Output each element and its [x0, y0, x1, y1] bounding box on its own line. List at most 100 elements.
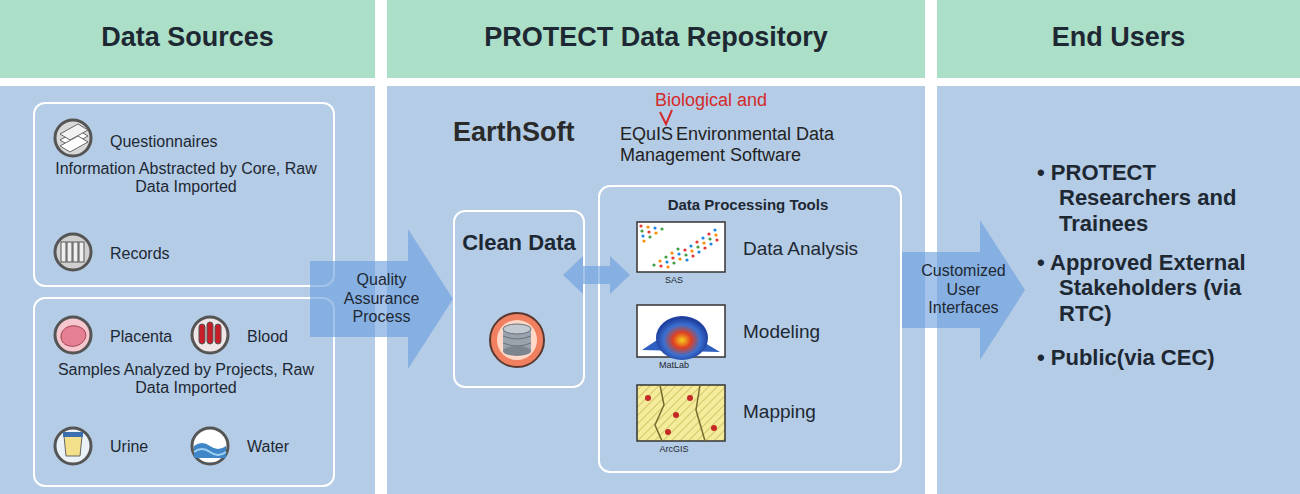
source-note: Information Abstracted by Core, Raw Data…	[45, 160, 327, 197]
block-arrow	[902, 220, 1025, 360]
user-group: • Public(via CEC)	[1037, 345, 1287, 370]
column-heading: PROTECT Data Repository	[387, 22, 925, 53]
scatter-thumbnail	[691, 254, 694, 257]
sample-name: Water	[247, 438, 289, 456]
scatter-thumbnail	[708, 237, 711, 240]
questionnaire-icon	[55, 120, 91, 156]
water-icon	[194, 449, 226, 455]
map-thumbnail	[665, 429, 671, 435]
scatter-thumbnail	[677, 252, 680, 255]
user-group: • PROTECT Researchers and Trainees	[1037, 160, 1277, 236]
water-icon	[194, 443, 226, 458]
product-description: Environmental Data Management Software	[620, 124, 890, 165]
arrow-label: Quality Assurance Process	[339, 271, 425, 326]
database-icon	[503, 336, 531, 346]
scatter-thumbnail	[637, 222, 725, 272]
records-icon	[55, 234, 91, 270]
blood-icon	[192, 317, 228, 353]
software-name: SAS	[630, 275, 718, 285]
sample-name: Blood	[247, 328, 288, 346]
insertion-caret	[660, 110, 672, 124]
blood-icon	[199, 324, 205, 344]
scatter-thumbnail	[697, 250, 700, 253]
vendor-name: EarthSoft	[453, 117, 575, 148]
sample-name: Placenta	[110, 328, 172, 346]
scatter-thumbnail	[683, 248, 686, 251]
map-thumbnail	[645, 395, 651, 401]
water-icon	[192, 428, 228, 464]
product-name: EQuIS	[620, 124, 673, 145]
sample-name: Urine	[110, 438, 148, 456]
questionnaire-icon	[55, 120, 91, 156]
blood-icon	[215, 324, 221, 344]
urine-icon	[55, 428, 91, 464]
map-thumbnail	[655, 385, 705, 441]
surface-thumbnail	[656, 316, 708, 360]
software-name: MatLab	[630, 360, 718, 370]
scatter-thumbnail	[648, 235, 651, 238]
scatter-thumbnail	[714, 233, 717, 236]
scatter-thumbnail	[695, 240, 698, 243]
database-icon	[503, 346, 531, 356]
source-name: Questionnaires	[110, 133, 218, 151]
column-heading: End Users	[937, 22, 1300, 53]
user-group: • Approved External Stakeholders (via RT…	[1037, 250, 1287, 326]
scatter-thumbnail	[685, 258, 688, 261]
records-icon	[79, 242, 84, 262]
scatter-thumbnail	[664, 255, 667, 258]
source-name: Records	[110, 245, 170, 263]
block-arrow	[563, 256, 630, 294]
map-thumbnail	[711, 425, 717, 431]
scatter-thumbnail	[658, 259, 661, 262]
map-thumbnail	[687, 395, 693, 401]
scatter-thumbnail	[654, 231, 657, 234]
scatter-thumbnail	[639, 224, 718, 268]
urine-icon	[64, 436, 82, 456]
map-thumbnail	[673, 412, 679, 418]
scatter-thumbnail	[715, 238, 718, 241]
tool-name: Mapping	[743, 401, 816, 423]
map-thumbnail	[637, 385, 725, 441]
database-icon	[490, 313, 544, 367]
database-icon	[503, 324, 531, 334]
block-arrow	[310, 229, 453, 369]
database-icon	[497, 320, 537, 360]
blood-icon	[192, 317, 228, 353]
scatter-thumbnail	[640, 229, 643, 232]
questionnaire-icon	[60, 136, 88, 152]
tool-name: Modeling	[743, 321, 820, 343]
questionnaire-icon	[60, 124, 88, 140]
scatter-thumbnail	[666, 265, 669, 268]
scatter-thumbnail	[665, 260, 668, 263]
scatter-thumbnail	[684, 253, 687, 256]
scatter-thumbnail	[701, 236, 704, 239]
scatter-thumbnail	[696, 245, 699, 248]
scatter-thumbnail	[659, 264, 662, 267]
scatter-thumbnail	[707, 232, 710, 235]
scatter-thumbnail	[652, 263, 655, 266]
scatter-thumbnail	[660, 227, 663, 230]
scatter-thumbnail	[647, 230, 650, 233]
map-thumbnail	[637, 385, 725, 441]
records-icon	[61, 242, 66, 262]
scatter-thumbnail	[703, 246, 706, 249]
records-icon	[73, 242, 78, 262]
scatter-thumbnail	[678, 257, 681, 260]
scatter-thumbnail	[713, 228, 716, 231]
tool-name: Data Analysis	[743, 238, 858, 260]
urine-icon	[63, 432, 83, 437]
placenta-icon	[55, 317, 91, 353]
database-icon	[490, 313, 544, 367]
scatter-thumbnail	[641, 234, 644, 237]
arrow-label: Customized User Interfaces	[919, 262, 1009, 317]
scatter-thumbnail	[689, 244, 692, 247]
placenta-icon	[61, 326, 86, 346]
water-icon	[192, 428, 228, 464]
sample-note: Samples Analyzed by Projects, Raw Data I…	[45, 361, 327, 398]
records-icon	[55, 234, 91, 270]
blood-icon	[207, 322, 213, 344]
surface-thumbnail	[637, 305, 725, 360]
scatter-thumbnail	[702, 241, 705, 244]
